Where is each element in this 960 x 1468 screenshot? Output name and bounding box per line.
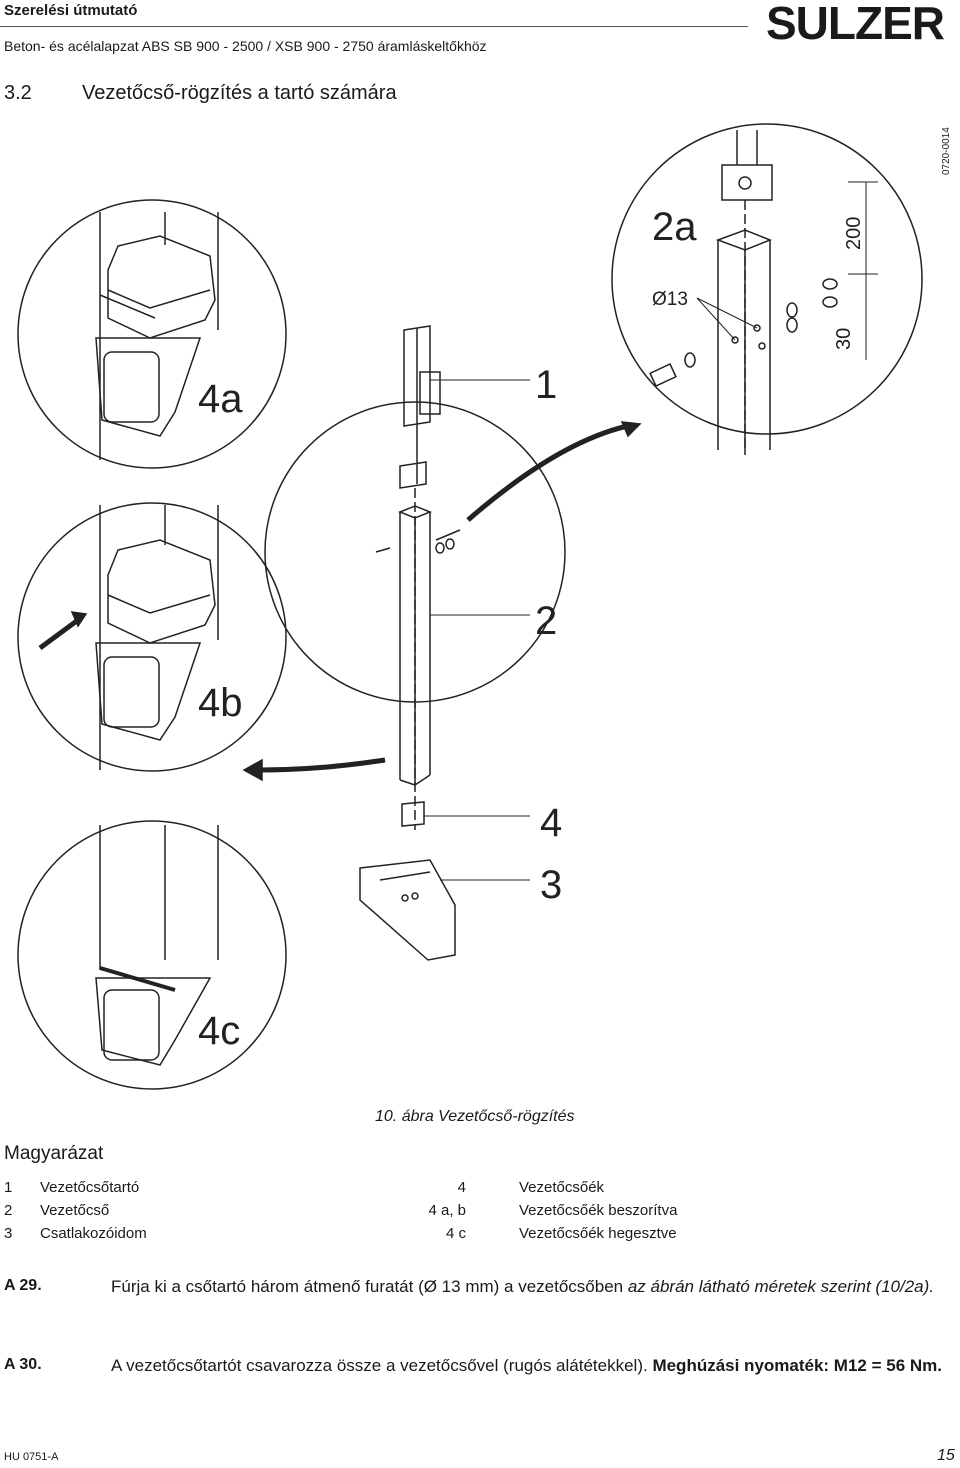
step-text: A vezetőcsőtartót csavarozza össze a vez… — [111, 1356, 943, 1375]
section-heading: 3.2 Vezetőcső-rögzítés a tartó számára — [4, 82, 397, 105]
label-2a: 2a — [652, 205, 697, 249]
arrow-to-2a — [466, 422, 633, 522]
legend-num: 2 — [4, 1202, 13, 1219]
section-title: Vezetőcső-rögzítés a tartó számára — [82, 82, 397, 104]
step-text: Fúrja ki a csőtartó három átmenő furatát… — [111, 1277, 935, 1296]
document-subtitle: Beton- és acélalapzat ABS SB 900 - 2500 … — [4, 38, 487, 54]
legend-num: 4 c — [445, 1225, 466, 1242]
legend-num: 3 — [4, 1225, 13, 1242]
step-label: A 29. — [4, 1277, 42, 1294]
legend-text: Vezetőcső — [40, 1202, 110, 1219]
label-2: 2 — [535, 599, 557, 643]
legend-num: 4 — [457, 1179, 466, 1196]
section-number: 3.2 — [4, 82, 32, 104]
label-4: 4 — [540, 801, 562, 845]
legend-text: Csatlakozóidom — [40, 1225, 147, 1242]
legend-num: 1 — [4, 1179, 13, 1196]
detail-4b-view — [17, 502, 287, 772]
label-4c: 4c — [198, 1009, 240, 1053]
detail-4c-view — [17, 820, 287, 1090]
legend-title: Magyarázat — [4, 1143, 104, 1164]
label-dim-30: 30 — [833, 328, 855, 350]
sulzer-logo: SULZER — [766, 0, 945, 49]
arrow-to-4b — [259, 757, 386, 773]
header-rule — [0, 26, 748, 27]
page-number: 15 — [937, 1447, 955, 1464]
main-assembly — [264, 325, 566, 961]
assembly-figure: 1 2 4 3 2a 4a 4b 4c Ø13 200 30 — [17, 123, 923, 1090]
document-title: Szerelési útmutató — [4, 2, 138, 19]
detail-2a-view — [611, 123, 923, 455]
legend-num: 4 a, b — [428, 1202, 466, 1219]
footer-code: HU 0751-A — [4, 1451, 59, 1463]
label-1: 1 — [535, 363, 557, 407]
label-4b: 4b — [198, 681, 243, 725]
detail-4a-view — [17, 199, 287, 469]
label-diameter: Ø13 — [652, 289, 688, 310]
label-4a: 4a — [198, 377, 243, 421]
legend-text: Vezetőcsőék — [519, 1179, 605, 1196]
legend-text: Vezetőcsőék beszorítva — [519, 1202, 678, 1219]
step-label: A 30. — [4, 1356, 42, 1373]
label-3: 3 — [540, 863, 562, 907]
label-dim-200: 200 — [843, 217, 865, 250]
arrow-4b-insert — [38, 617, 80, 651]
legend-text: Vezetőcsőtartó — [40, 1179, 140, 1196]
legend-text: Vezetőcsőék hegesztve — [519, 1225, 677, 1242]
figure-caption: 10. ábra Vezetőcső-rögzítés — [375, 1108, 575, 1125]
